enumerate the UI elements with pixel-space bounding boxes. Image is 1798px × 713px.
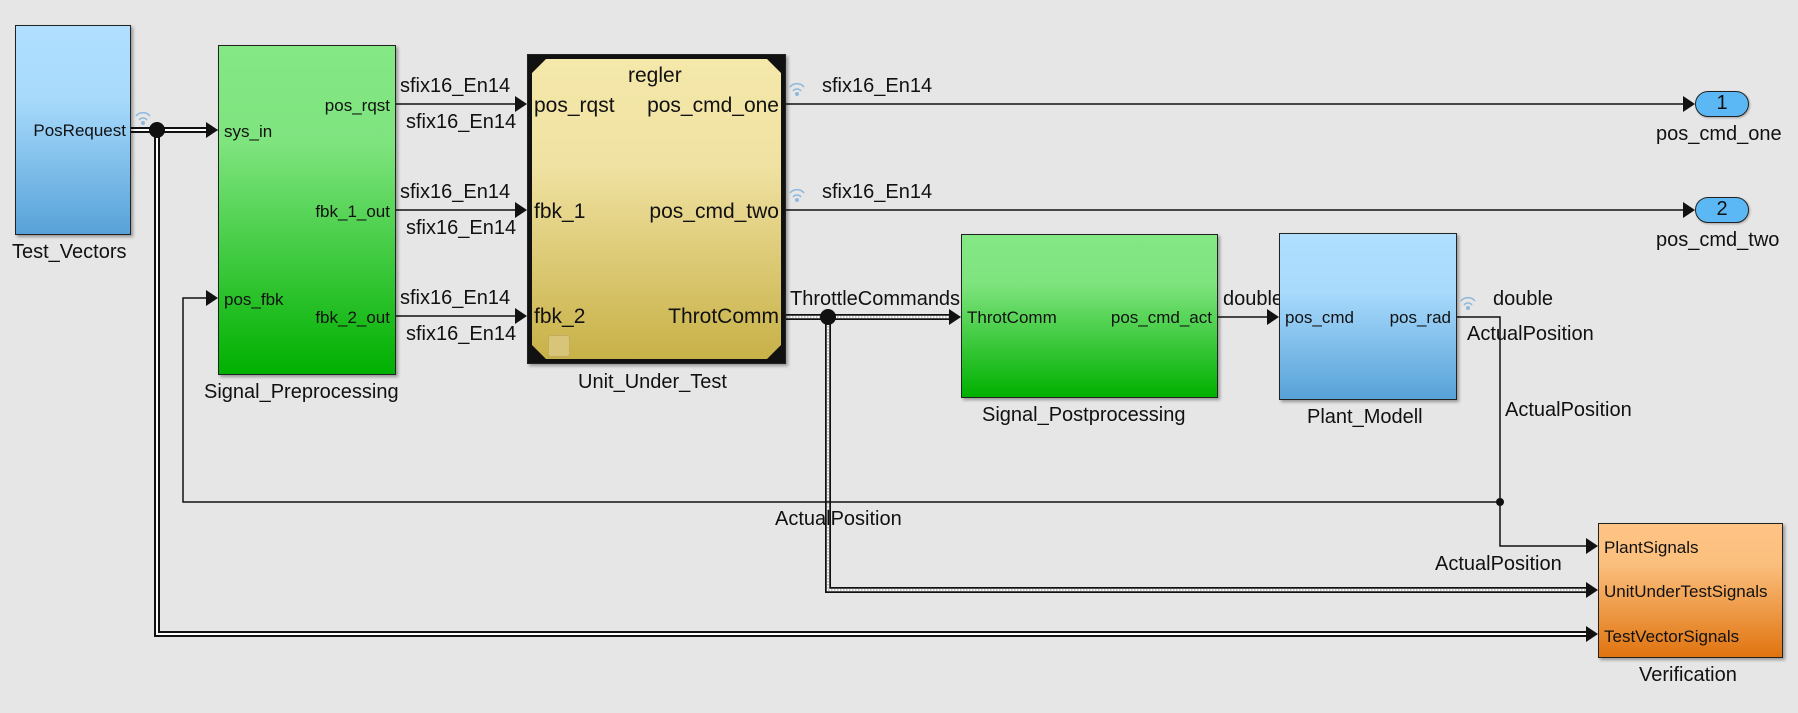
port-testvectorsignals: TestVectorSignals [1604,627,1740,646]
signal-logging-icon[interactable] [1460,296,1476,306]
port-posrequest: PosRequest [33,121,126,140]
signal-logging-icon-dot [141,121,145,125]
block-label-signal-preprocessing: Signal_Preprocessing [204,381,399,403]
referenced-model-name: regler [628,64,682,87]
signal-logging-icon-dot [795,92,799,96]
port-pos-rqst-in: pos_rqst [534,94,615,117]
block-unit-under-test[interactable]: regler pos_rqst fbk_1 fbk_2 pos_cmd_one … [527,54,786,364]
signal-pos-cmd-two[interactable] [786,202,1695,218]
signal-actual-position[interactable] [182,290,1598,554]
bus-throttlecommands[interactable] [786,309,1598,598]
branch-point-actual [1496,498,1504,506]
signal-pos-cmd-act[interactable] [1218,309,1279,325]
port-fbk-1: fbk_1 [534,200,586,223]
signal-pos-rqst[interactable] [396,96,527,112]
signal-logging-icon[interactable] [135,111,151,121]
signal-label-type: double [1493,288,1554,310]
block-label-plant-modell: Plant_Modell [1307,406,1423,428]
signal-label-type: sfix16_En14 [406,111,517,133]
signal-label-actual-position: ActualPosition [1505,399,1632,421]
block-label-signal-postprocessing: Signal_Postprocessing [982,404,1186,426]
port-pos-fbk: pos_fbk [224,290,284,309]
block-plant-modell[interactable]: pos_cmd pos_rad [1279,233,1457,400]
port-pos-cmd: pos_cmd [1285,308,1354,327]
model-reference-icon[interactable] [548,335,570,357]
port-pos-cmd-two: pos_cmd_two [649,200,779,223]
signal-fbk-2[interactable] [396,308,527,324]
signal-logging-icon[interactable] [789,188,805,198]
signal-label-throttlecommands: ThrottleCommands [790,288,961,310]
signal-label-type: sfix16_En14 [406,323,517,345]
signal-logging-icon-dot [795,198,799,202]
outport-2[interactable]: 2 [1695,197,1749,223]
signal-label-actual-position: ActualPosition [1467,323,1594,345]
signal-label-type: sfix16_En14 [400,75,511,97]
signal-label-actual-position: ActualPosition [1435,553,1562,575]
block-verification[interactable]: PlantSignals UnitUnderTestSignals TestVe… [1598,523,1783,658]
model-reference-body [532,59,781,359]
signal-logging-icon-dot [1466,306,1470,310]
signal-label-type: sfix16_En14 [400,287,511,309]
signal-label-type: sfix16_En14 [822,75,933,97]
port-fbk-1-out: fbk_1_out [315,202,390,221]
block-label-unit-under-test: Unit_Under_Test [578,371,727,393]
signal-label-type: double [1223,288,1284,310]
signal-logging-icon[interactable] [789,82,805,92]
signal-pos-cmd-one[interactable] [786,96,1695,112]
block-label-verification: Verification [1639,664,1737,686]
block-signal-preprocessing[interactable]: sys_in pos_fbk pos_rqst fbk_1_out fbk_2_… [218,45,396,375]
port-throtcomm: ThrotComm [668,305,779,328]
signal-fbk-1[interactable] [396,202,527,218]
port-pos-cmd-one: pos_cmd_one [647,94,779,117]
port-unitundertestsignals: UnitUnderTestSignals [1604,582,1768,601]
port-throtcomm-in: ThrotComm [967,308,1057,327]
branch-point-throttle [820,309,836,325]
port-pos-cmd-act: pos_cmd_act [1110,308,1212,327]
outport-label-pos-cmd-two: pos_cmd_two [1656,229,1780,251]
port-plantsignals: PlantSignals [1604,538,1699,557]
bus-posrequest[interactable] [131,122,1598,642]
block-signal-postprocessing[interactable]: ThrotComm pos_cmd_act [961,234,1218,398]
port-sys-in: sys_in [224,122,273,141]
signal-label-type: sfix16_En14 [406,217,517,239]
signal-label-type: sfix16_En14 [822,181,933,203]
port-pos-rqst: pos_rqst [324,96,390,115]
signal-label-actual-position: ActualPosition [775,508,902,530]
outport-1[interactable]: 1 [1695,91,1749,117]
branch-point-posrequest [149,122,165,138]
port-fbk-2: fbk_2 [534,305,586,328]
port-fbk-2-out: fbk_2_out [315,308,390,327]
port-pos-rad: pos_rad [1389,308,1451,327]
block-test-vectors[interactable]: PosRequest [15,25,131,235]
signal-label-type: sfix16_En14 [400,181,511,203]
outport-label-pos-cmd-one: pos_cmd_one [1656,123,1782,145]
block-label-test-vectors: Test_Vectors [12,241,127,263]
